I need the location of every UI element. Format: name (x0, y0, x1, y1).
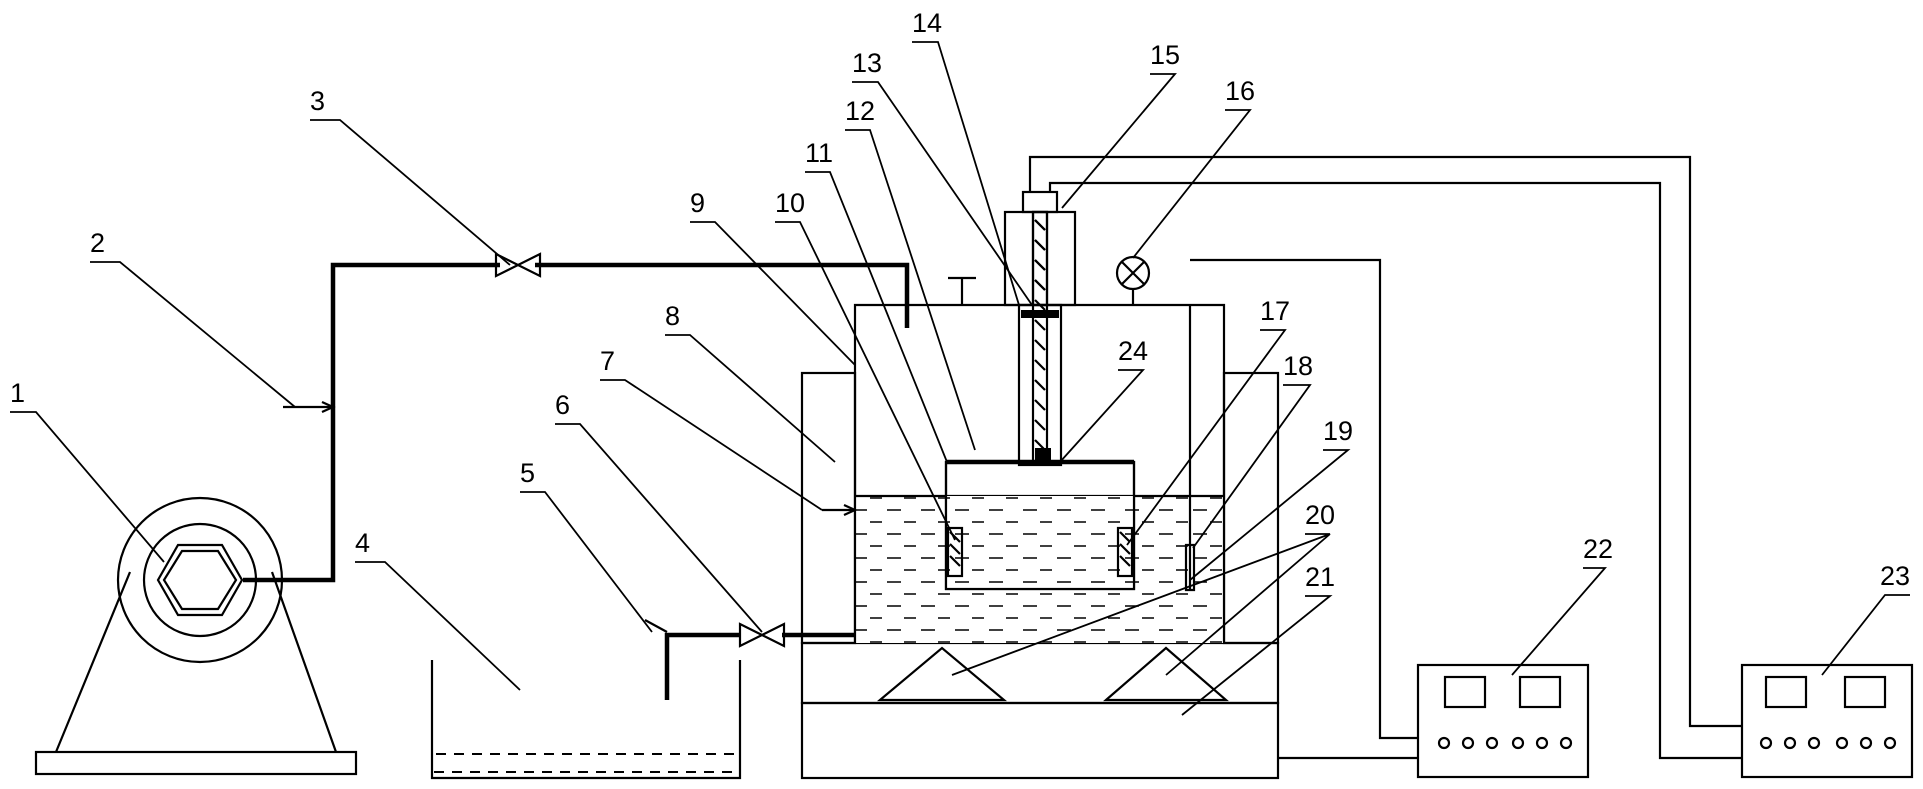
pressure-gauge-icon (1115, 255, 1151, 305)
label-22: 22 (1583, 534, 1613, 564)
temperature-probe (1184, 258, 1418, 740)
heat-cone-right (1103, 646, 1229, 702)
label-2: 2 (90, 228, 105, 258)
label-6: 6 (555, 390, 570, 420)
label-23: 23 (1880, 561, 1910, 591)
insulation-bottom (800, 641, 1280, 705)
water-valve (738, 622, 786, 648)
label-9: 9 (690, 188, 705, 218)
label-21: 21 (1305, 562, 1335, 592)
pressure-fitting (948, 276, 976, 305)
label-14: 14 (912, 8, 942, 38)
label-4: 4 (355, 528, 370, 558)
label-19: 19 (1323, 416, 1353, 446)
sample-holder-left (946, 526, 964, 578)
motor (1003, 190, 1077, 307)
crucible-container (944, 459, 1136, 591)
label-17: 17 (1260, 296, 1290, 326)
label-3: 3 (310, 86, 325, 116)
air-pipe (243, 262, 910, 583)
heating-element (800, 701, 1280, 780)
insulation-left (800, 371, 857, 645)
heat-cone-left (876, 646, 1008, 702)
motor-controller (1740, 663, 1914, 779)
label-11: 11 (805, 138, 833, 168)
controller-wires (1028, 155, 1742, 760)
label-13: 13 (852, 48, 882, 78)
gas-valve (494, 252, 542, 278)
label-7: 7 (600, 346, 615, 376)
water-tank (430, 660, 742, 780)
label-24: 24 (1118, 336, 1148, 366)
pump-hexagon-icon (156, 543, 244, 617)
label-5: 5 (520, 458, 535, 488)
pump (34, 496, 358, 776)
sample-holder-right (1116, 526, 1134, 578)
reaction-vessel (822, 303, 1226, 643)
label-1: 1 (10, 378, 25, 408)
label-10: 10 (775, 188, 805, 218)
label-16: 16 (1225, 76, 1255, 106)
label-8: 8 (665, 301, 680, 331)
label-12: 12 (845, 96, 875, 126)
label-20: 20 (1305, 500, 1335, 530)
leader-lines (10, 41, 1910, 716)
water-pipe (644, 619, 855, 700)
stirring-shaft (1017, 210, 1063, 467)
label-15: 15 (1150, 40, 1180, 70)
temperature-controller (1416, 663, 1590, 779)
label-18: 18 (1283, 351, 1313, 381)
